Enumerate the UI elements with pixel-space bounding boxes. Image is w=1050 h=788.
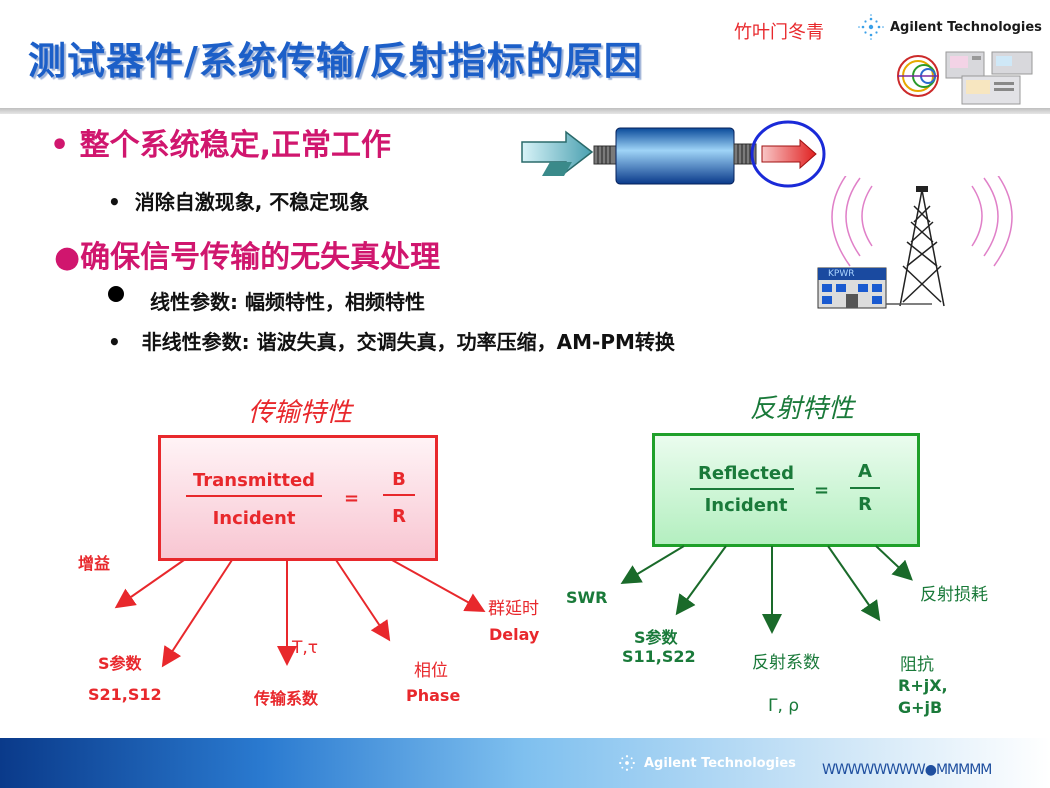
bullet-distortionless: ●确保信号传输的无失真处理 — [54, 240, 441, 275]
reflection-equals: = — [814, 480, 830, 501]
label-gain: 增益 — [78, 554, 111, 573]
smith-chart-instruments-image — [897, 51, 1033, 105]
footer-brand: Agilent Technologies — [616, 752, 796, 774]
header-divider — [0, 108, 1050, 114]
author-label: 竹叶门冬青 — [734, 22, 824, 43]
dut-signal-diagram — [521, 120, 826, 188]
arrow-phase — [335, 559, 391, 642]
brand-logo: Agilent Technologies — [858, 14, 1042, 40]
ratio-r-r: R — [858, 494, 872, 515]
ratio-a-bar — [850, 487, 880, 489]
label-transmission-coef: 传输系数 — [254, 689, 319, 708]
incident-label-t: Incident — [212, 508, 296, 529]
ratio-b: B — [392, 469, 406, 490]
label-impedance: 阻抗 — [900, 655, 934, 675]
reflection-title: 反射特性 — [750, 394, 855, 424]
agilent-spark-icon-footer — [619, 755, 635, 771]
linear-bullet-dot — [108, 286, 124, 302]
label-rjx: R+jX, — [898, 676, 948, 695]
subbullet-nonlinear-text: 非线性参数: 谐波失真，交调失真，功率压缩，AM-PM转换 — [141, 330, 675, 354]
transmission-fraction-bar — [186, 495, 322, 497]
arrow-gain — [114, 559, 185, 609]
reflection-ratio-box — [652, 433, 920, 547]
incident-label-r: Incident — [704, 495, 788, 516]
label-swr: SWR — [566, 588, 608, 607]
brand-text: Agilent Technologies — [890, 19, 1042, 35]
footer-banner — [0, 738, 1050, 788]
label-delay-cn: 群延时 — [488, 599, 539, 619]
label-s11-s22: S11,S22 — [622, 647, 696, 666]
transmission-ratio-box — [158, 435, 438, 561]
arrow-return-loss — [875, 545, 913, 581]
bullet-system-stable: • 整个系统稳定,正常工作 — [50, 128, 392, 163]
label-gamma-rho: Γ, ρ — [768, 696, 800, 716]
page-title: 测试器件/系统传输/反射指标的原因 — [28, 39, 643, 83]
subbullet-linear: 线性参数: 幅频特性，相频特性 — [150, 290, 425, 314]
ratio-b-bar — [383, 494, 415, 496]
subbullet-oscillation: • 消除自激现象, 不稳定现象 — [108, 190, 370, 214]
radio-tower-image — [817, 176, 1013, 309]
label-return-loss: 反射损耗 — [920, 585, 988, 605]
ratio-r-t: R — [392, 506, 406, 527]
label-phase-en: Phase — [406, 686, 461, 705]
footer-brand-text: Agilent Technologies — [644, 755, 796, 771]
transmission-title: 传输特性 — [248, 398, 353, 428]
subbullet-nonlinear: • 非线性参数: 谐波失真，交调失真，功率压缩，AM-PM转换 — [108, 330, 675, 354]
arrow-s-param-r — [675, 545, 727, 616]
label-s21-s12: S21,S12 — [88, 685, 162, 704]
arrow-swr — [620, 545, 685, 585]
label-delay-en: Delay — [489, 625, 540, 644]
footer-wave-graphic: WWWWWWWW●MMMMM — [822, 762, 992, 778]
arrow-delay — [391, 559, 486, 612]
reflected-label: Reflected — [698, 463, 794, 484]
label-gjb: G+jB — [898, 698, 943, 717]
agilent-spark-icon — [858, 14, 884, 40]
arrow-impedance — [827, 545, 881, 622]
reflection-fraction-bar — [690, 488, 794, 490]
ratio-a: A — [858, 461, 872, 482]
label-phase-cn: 相位 — [414, 661, 448, 681]
transmission-equals: = — [344, 488, 360, 509]
label-s-param-r: S参数 — [634, 628, 678, 647]
tower-sign: KPWR — [828, 269, 855, 279]
transmitted-label: Transmitted — [192, 470, 316, 491]
label-s-param-t: S参数 — [98, 654, 142, 673]
arrow-s-param-t — [161, 559, 233, 668]
subbullet-oscillation-text: 消除自激现象, 不稳定现象 — [134, 190, 370, 214]
label-reflection-coef: 反射系数 — [752, 653, 820, 673]
label-t-tau: T,τ — [292, 638, 319, 658]
